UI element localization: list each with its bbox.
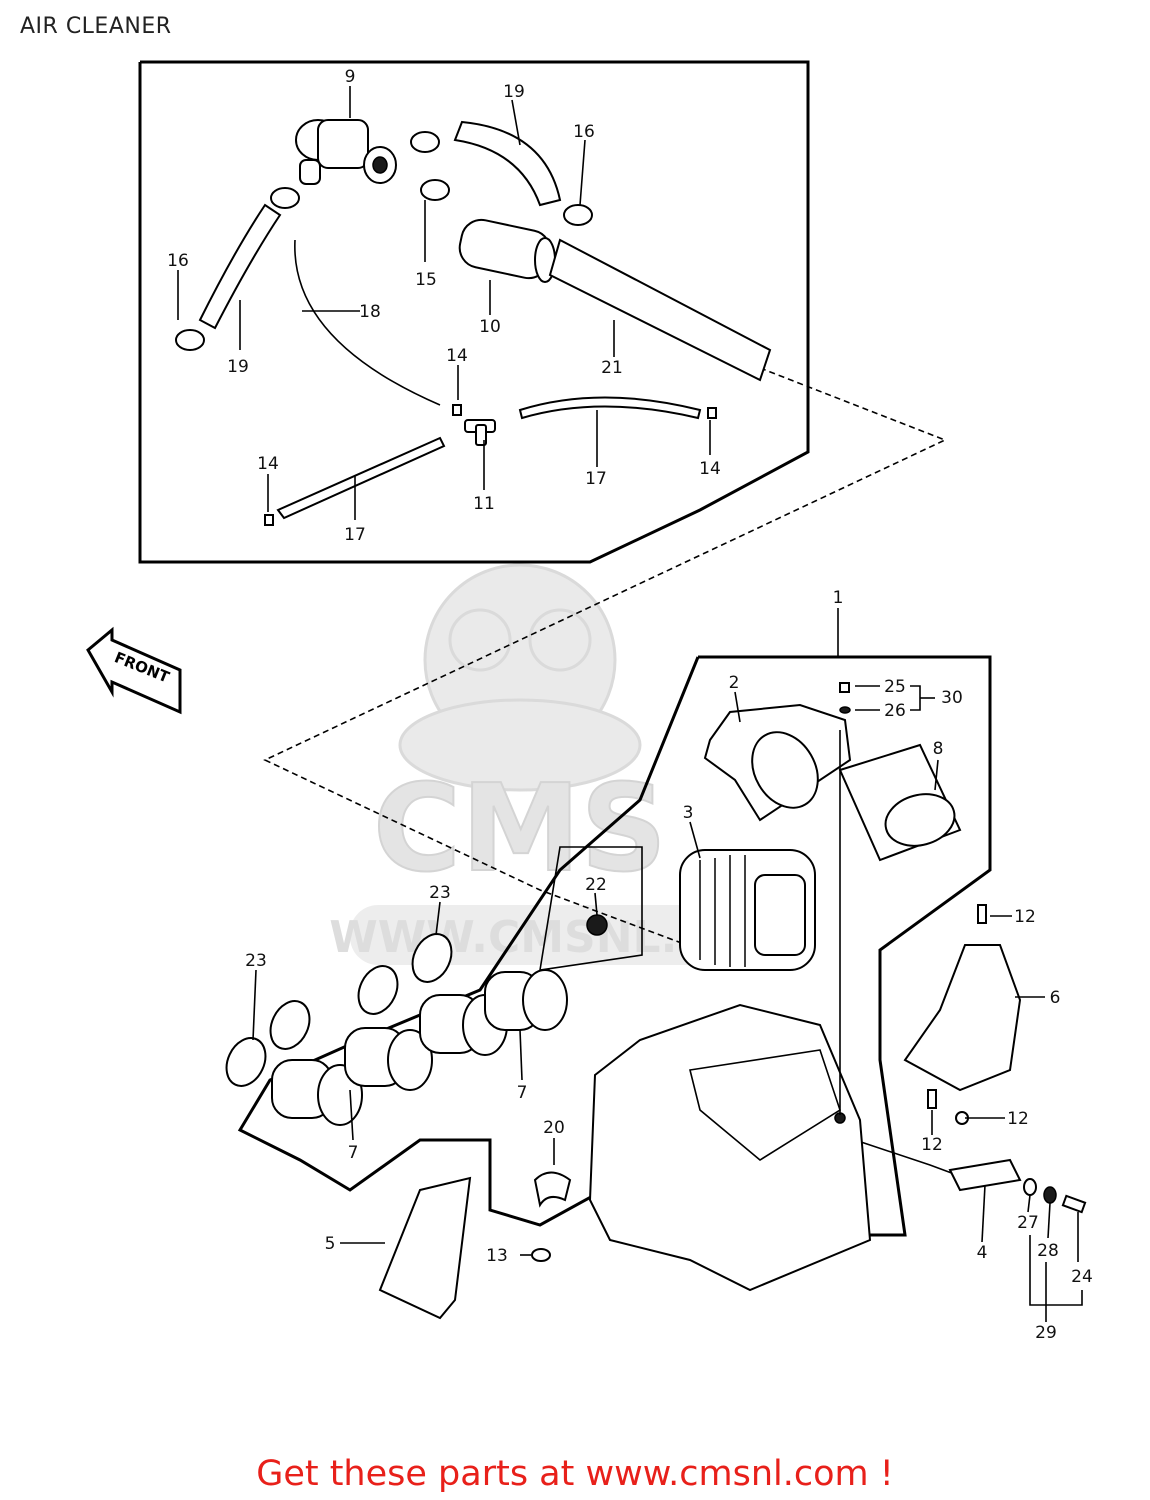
intake-ducts xyxy=(271,969,568,1126)
vacuum-tube-18 xyxy=(294,239,441,406)
callout-20: 20 xyxy=(543,1118,565,1138)
bracket-connector xyxy=(854,1139,966,1179)
footer-parts-link[interactable]: Get these parts at www.cmsnl.com ! xyxy=(256,1454,894,1494)
callout-10: 10 xyxy=(479,317,501,337)
callout-23-left: 23 xyxy=(245,951,267,971)
callout-19-left: 19 xyxy=(227,357,249,377)
air-filter-element xyxy=(679,849,816,971)
front-direction-arrow: FRONT xyxy=(86,626,182,715)
hose-19-upper xyxy=(453,120,562,207)
callout-21: 21 xyxy=(601,358,623,378)
callout-15: 15 xyxy=(415,270,437,290)
callout-1: 1 xyxy=(833,588,844,608)
air-cleaner-case xyxy=(588,1003,872,1292)
callout-29: 29 xyxy=(1035,1323,1057,1343)
callout-8: 8 xyxy=(933,739,944,759)
callout-25: 25 xyxy=(884,677,906,697)
watermark-logo: CMS WWW.CMSNL.COM xyxy=(329,563,791,965)
callout-16-top: 16 xyxy=(573,122,595,142)
watermark-logo-text: CMS xyxy=(373,760,667,899)
callout-3: 3 xyxy=(683,803,694,823)
air-filter-holder xyxy=(838,743,962,862)
callout-24: 24 xyxy=(1071,1267,1093,1287)
callout-26: 26 xyxy=(884,701,906,721)
callout-6: 6 xyxy=(1050,988,1061,1008)
callout-12-right: 12 xyxy=(1007,1109,1029,1129)
callout-19-top: 19 xyxy=(503,82,525,102)
callout-22: 22 xyxy=(585,875,607,895)
callout-17-left: 17 xyxy=(344,525,366,545)
callout-11: 11 xyxy=(473,494,495,514)
callout-2: 2 xyxy=(729,673,740,693)
callout-17-right: 17 xyxy=(585,469,607,489)
hose-21 xyxy=(548,238,772,382)
hose-clamps xyxy=(175,131,593,351)
callout-7-left: 7 xyxy=(348,1143,359,1163)
tube-clips xyxy=(264,404,717,526)
callout-13: 13 xyxy=(486,1246,508,1266)
callout-5: 5 xyxy=(325,1234,336,1254)
side-cover-5 xyxy=(378,1176,472,1320)
drain-elbow xyxy=(531,1171,572,1262)
callout-27: 27 xyxy=(1017,1213,1039,1233)
grommet-22-frame xyxy=(539,846,643,971)
callout-30: 30 xyxy=(941,688,963,708)
callout-12-bottom: 12 xyxy=(921,1135,943,1155)
mounting-bracket-4 xyxy=(948,1158,1022,1192)
callout-14-upper: 14 xyxy=(446,346,468,366)
page-title: AIR CLEANER xyxy=(20,14,172,39)
callout-7-right: 7 xyxy=(517,1083,528,1103)
upper-group-frame xyxy=(138,60,810,564)
callout-28: 28 xyxy=(1037,1241,1059,1261)
callout-4: 4 xyxy=(977,1243,988,1263)
grommet-22 xyxy=(586,914,608,936)
t-fitting xyxy=(464,419,496,446)
side-cover-6 xyxy=(903,944,1022,1092)
callout-14-left: 14 xyxy=(257,454,279,474)
callout-14-right: 14 xyxy=(699,459,721,479)
callout-12-top: 12 xyxy=(1014,907,1036,927)
group-connector-line xyxy=(263,367,948,951)
silencer-pipe xyxy=(458,218,556,283)
callout-23-right: 23 xyxy=(429,883,451,903)
hose-19-left xyxy=(198,203,282,330)
callout-leader-lines xyxy=(177,86,1083,1322)
callout-16-left: 16 xyxy=(167,251,189,271)
callout-18: 18 xyxy=(359,302,381,322)
tube-17-right xyxy=(518,396,702,420)
callout-labels: 9 19 16 16 15 10 18 19 21 14 11 17 14 14… xyxy=(167,67,1093,1343)
reed-valve-assembly xyxy=(295,119,397,185)
callout-9: 9 xyxy=(345,67,356,87)
tube-17-left xyxy=(276,436,446,520)
o-rings xyxy=(225,933,453,1087)
